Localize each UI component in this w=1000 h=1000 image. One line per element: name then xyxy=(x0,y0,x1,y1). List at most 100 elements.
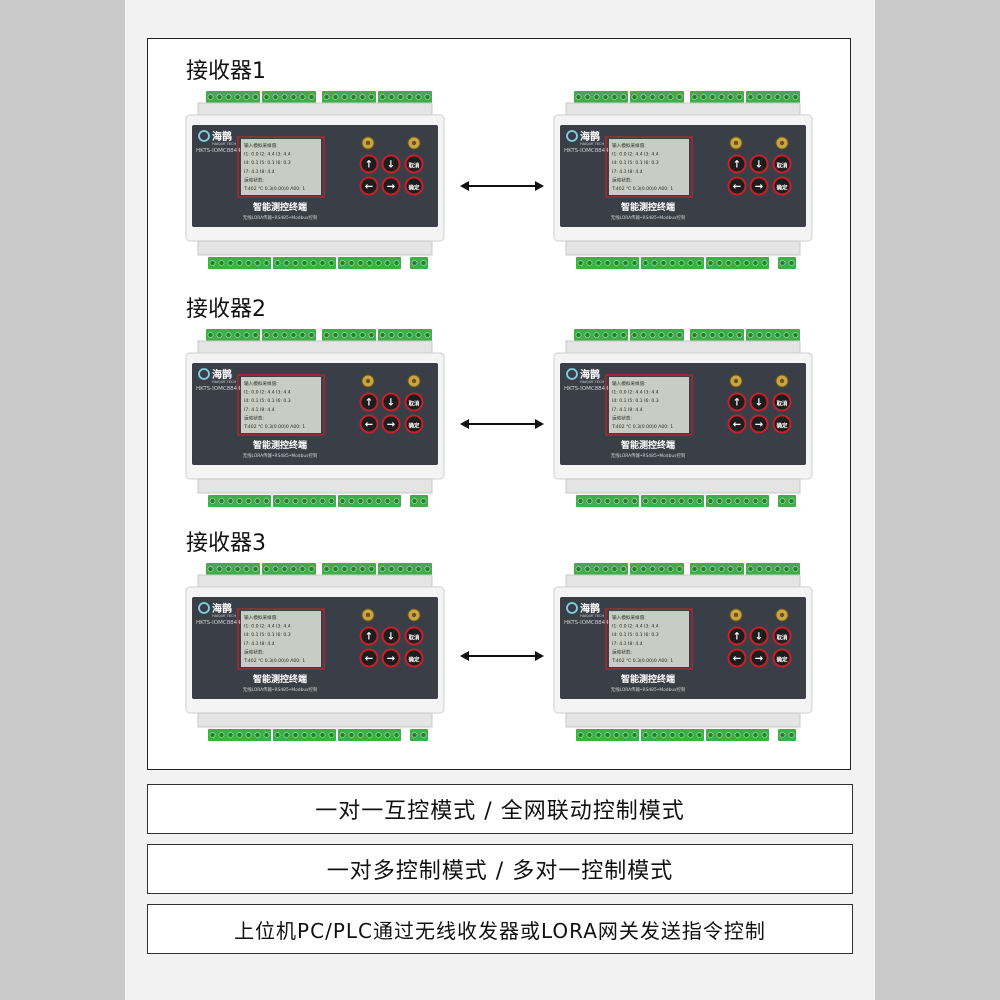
top-terminal-block xyxy=(262,563,316,575)
top-terminal-block xyxy=(630,91,684,103)
right-button: → xyxy=(749,176,769,196)
up-button-label: ↑ xyxy=(365,632,373,643)
lcd-line: 输入模拟采样值: xyxy=(244,142,278,149)
lcd-line: 输入模拟采样值: xyxy=(612,142,646,149)
bottom-terminal-block xyxy=(641,257,704,269)
top-terminal-block xyxy=(378,563,432,575)
ok-button-label: 确定 xyxy=(776,656,788,664)
lcd-line: T:402 ℃ 0.3(0.00)0 A00: 1 xyxy=(243,658,305,664)
top-terminal-block xyxy=(206,563,260,575)
top-terminal-block xyxy=(690,329,744,341)
bottom-terminal-block xyxy=(338,257,401,269)
lcd-screen xyxy=(609,377,689,433)
device-subtitle: 无线LORA传输•RS485•Modbus控制 xyxy=(611,452,686,459)
top-terminal-block xyxy=(574,91,628,103)
lcd-line: 运动状态: xyxy=(612,648,632,655)
up-button: ↑ xyxy=(727,626,747,646)
cancel-button: 取消 xyxy=(404,626,424,646)
mode-box-2: 一对多控制模式 / 多对一控制模式 xyxy=(147,844,853,894)
ok-button: 确定 xyxy=(404,414,424,434)
cancel-button: 取消 xyxy=(404,392,424,412)
cancel-button-label: 取消 xyxy=(408,634,420,642)
lcd-screen xyxy=(241,139,321,195)
bottom-terminal-block xyxy=(576,495,639,507)
cancel-button-label: 取消 xyxy=(408,400,420,408)
brand-name: 海鹊 xyxy=(212,368,232,381)
brand-subtitle: HAIQUE TECH xyxy=(580,614,604,618)
bottom-terminal-block xyxy=(208,729,271,741)
left-button: ← xyxy=(727,414,747,434)
bottom-terminal-block xyxy=(273,257,336,269)
device-subtitle: 无线LORA传输•RS485•Modbus控制 xyxy=(611,214,686,221)
brand-subtitle: HAIQUE TECH xyxy=(212,380,236,384)
brand-name: 海鹊 xyxy=(212,602,232,615)
bottom-terminal-block xyxy=(778,495,796,507)
brand-name: 海鹊 xyxy=(580,368,600,381)
right-button-label: → xyxy=(387,654,395,665)
left-button: ← xyxy=(359,648,379,668)
bottom-terminal-block xyxy=(706,257,769,269)
cancel-button-label: 取消 xyxy=(408,162,420,170)
ok-button-label: 确定 xyxy=(408,184,420,192)
device-title: 智能测控终端 xyxy=(253,439,307,451)
down-button-label: ↓ xyxy=(387,160,395,171)
lcd-line: 运动状态: xyxy=(244,648,264,655)
lcd-line: 运动状态: xyxy=(612,414,632,421)
lcd-line: I7: 4.1 I8: 4.4 xyxy=(612,169,643,175)
ok-button-label: 确定 xyxy=(408,422,420,430)
lcd-line: T:402 ℃ 0.3(0.00)0 A00: 1 xyxy=(243,424,305,430)
bottom-terminal-block xyxy=(338,729,401,741)
brand-name: 海鹊 xyxy=(580,602,600,615)
down-button: ↓ xyxy=(381,626,401,646)
left-button: ← xyxy=(359,176,379,196)
up-button-label: ↑ xyxy=(733,398,741,409)
top-terminal-block xyxy=(322,91,376,103)
mode-box-1: 一对一互控模式 / 全网联动控制模式 xyxy=(147,784,853,834)
bottom-terminal-block xyxy=(706,495,769,507)
up-button: ↑ xyxy=(359,392,379,412)
down-button-label: ↓ xyxy=(387,632,395,643)
down-button-label: ↓ xyxy=(755,160,763,171)
device-title: 智能测控终端 xyxy=(253,201,307,213)
top-terminal-block xyxy=(690,563,744,575)
bottom-terminal-block xyxy=(410,729,428,741)
lcd-line: I1: 0.0 I2: 4.4 I3: 4.4 xyxy=(612,152,659,158)
up-button: ↑ xyxy=(727,392,747,412)
receiver-3-label: 接收器3 xyxy=(186,531,266,556)
lcd-line: 运动状态: xyxy=(244,414,264,421)
bottom-terminal-block xyxy=(273,495,336,507)
device-title: 智能测控终端 xyxy=(253,673,307,685)
bottom-terminal-block xyxy=(208,257,271,269)
model-number: HKTS-IOMC8844 xyxy=(564,620,609,626)
bottom-terminal-block xyxy=(641,729,704,741)
brand-subtitle: HAIQUE TECH xyxy=(580,142,604,146)
left-button-label: ← xyxy=(733,420,741,431)
brand-subtitle: HAIQUE TECH xyxy=(212,142,236,146)
left-button-label: ← xyxy=(365,182,373,193)
model-number: HKTS-IOMC8844 xyxy=(564,148,609,154)
ok-button-label: 确定 xyxy=(776,422,788,430)
down-button: ↓ xyxy=(749,154,769,174)
top-terminal-block xyxy=(322,563,376,575)
up-button: ↑ xyxy=(359,626,379,646)
lcd-line: 运动状态: xyxy=(612,176,632,183)
top-terminal-block xyxy=(630,563,684,575)
ok-button-label: 确定 xyxy=(776,184,788,192)
right-button-label: → xyxy=(755,182,763,193)
bottom-terminal-block xyxy=(410,495,428,507)
right-button: → xyxy=(749,648,769,668)
top-terminal-block xyxy=(262,91,316,103)
top-terminal-block xyxy=(746,91,800,103)
right-button: → xyxy=(749,414,769,434)
lcd-screen xyxy=(241,377,321,433)
right-button: → xyxy=(381,176,401,196)
top-terminal-block xyxy=(746,329,800,341)
brand-logo-icon xyxy=(566,368,578,380)
lcd-line: I7: 4.1 I8: 4.4 xyxy=(244,169,275,175)
right-button-label: → xyxy=(755,420,763,431)
right-button: → xyxy=(381,414,401,434)
top-terminal-block xyxy=(322,329,376,341)
